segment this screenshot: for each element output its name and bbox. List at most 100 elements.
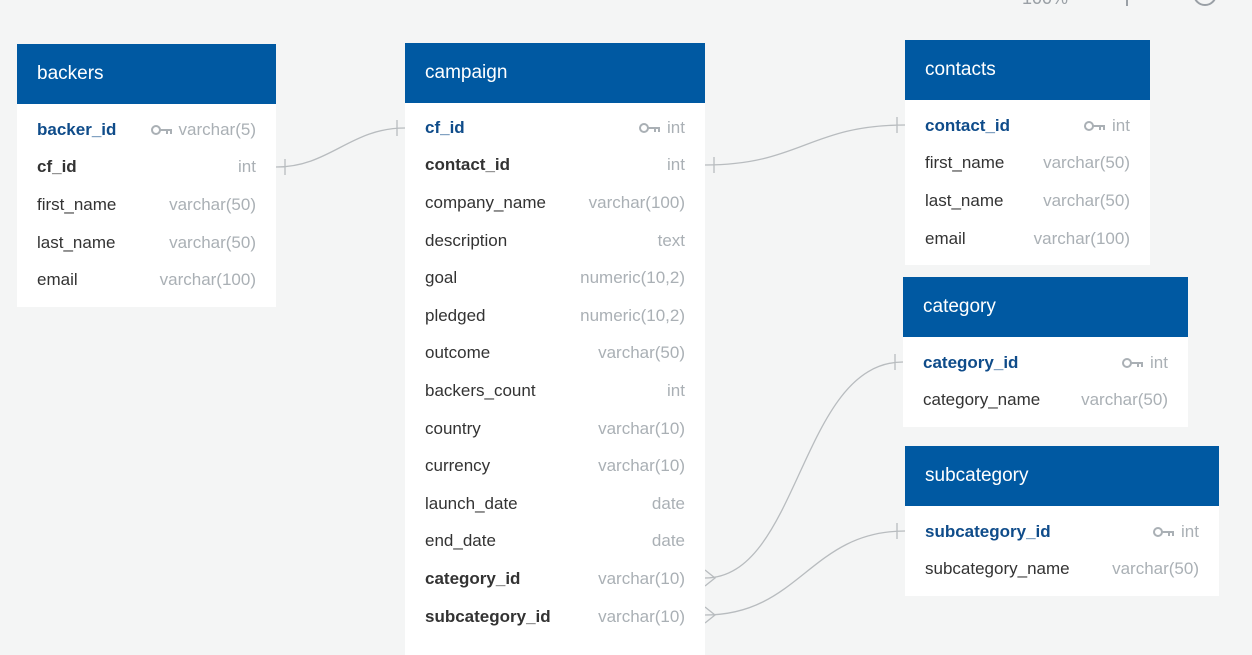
field-name: backer_id xyxy=(37,119,117,139)
table-contacts[interactable]: contacts contact_id int first_name varch… xyxy=(905,40,1150,266)
field-row[interactable]: category_id varchar(10) xyxy=(405,560,705,598)
key-icon xyxy=(1153,526,1175,537)
table-subcategory[interactable]: subcategory subcategory_id int subcatego… xyxy=(905,446,1219,597)
field-type: varchar(50) xyxy=(598,343,685,363)
link-campaign-subcategory xyxy=(704,530,906,616)
field-row[interactable]: cf_id int xyxy=(405,109,705,147)
field-name: last_name xyxy=(37,232,116,252)
table-campaign[interactable]: campaign cf_id int contact_id int compan… xyxy=(405,43,705,655)
field-name: end_date xyxy=(425,531,496,551)
field-name: country xyxy=(425,418,481,438)
field-row[interactable]: subcategory_id int xyxy=(905,513,1219,551)
field-row[interactable]: goal numeric(10,2) xyxy=(405,259,705,297)
field-row[interactable]: contact_id int xyxy=(405,147,705,185)
table-header[interactable]: category xyxy=(903,277,1188,337)
field-name: last_name xyxy=(925,190,1004,210)
key-icon xyxy=(1084,120,1106,131)
field-row[interactable]: email varchar(100) xyxy=(905,220,1150,258)
field-type: varchar(100) xyxy=(588,192,685,212)
field-type: int xyxy=(1112,115,1130,135)
field-row[interactable]: currency varchar(10) xyxy=(405,447,705,485)
field-name: company_name xyxy=(425,192,546,212)
field-row[interactable]: pledged numeric(10,2) xyxy=(405,297,705,335)
field-type: date xyxy=(651,493,685,513)
field-name: category_id xyxy=(923,352,1019,372)
field-row[interactable]: subcategory_name varchar(50) xyxy=(905,551,1219,589)
field-row[interactable]: first_name varchar(50) xyxy=(905,145,1150,183)
field-type: int xyxy=(667,155,685,175)
field-type: varchar(50) xyxy=(1043,153,1130,173)
field-row[interactable]: cf_id int xyxy=(17,149,276,187)
field-type: int xyxy=(1150,352,1168,372)
field-name: subcategory_id xyxy=(925,521,1051,541)
table-header[interactable]: backers xyxy=(17,44,276,104)
link-backers-campaign xyxy=(275,127,406,168)
link-campaign-contacts xyxy=(704,124,906,166)
field-name: launch_date xyxy=(425,493,518,513)
field-type: varchar(50) xyxy=(169,194,256,214)
field-name: email xyxy=(37,270,78,290)
field-type: int xyxy=(667,117,685,137)
field-type: int xyxy=(667,380,685,400)
field-row[interactable]: backer_id varchar(5) xyxy=(17,111,276,149)
field-name: outcome xyxy=(425,343,491,363)
link-campaign-category xyxy=(704,361,904,579)
field-row[interactable]: end_date date xyxy=(405,523,705,561)
field-name: category_id xyxy=(425,568,521,588)
key-icon xyxy=(639,122,661,133)
field-type: numeric(10,2) xyxy=(580,305,685,325)
zoom-level: 100% xyxy=(1022,0,1068,9)
field-name: description xyxy=(425,230,508,250)
table-category[interactable]: category category_id int category_name v… xyxy=(903,277,1188,428)
field-row[interactable]: launch_date date xyxy=(405,485,705,523)
field-type: varchar(50) xyxy=(1112,559,1199,579)
field-name: pledged xyxy=(425,305,486,325)
table-backers[interactable]: backers backer_id varchar(5) cf_id int f… xyxy=(17,44,276,307)
field-row[interactable]: first_name varchar(50) xyxy=(17,186,276,224)
field-type: varchar(10) xyxy=(598,568,685,588)
field-type: varchar(100) xyxy=(1033,228,1130,248)
field-type: varchar(50) xyxy=(1081,390,1168,410)
field-row[interactable]: subcategory_id varchar(10) xyxy=(405,598,705,636)
field-name: first_name xyxy=(37,194,117,214)
field-type: int xyxy=(1181,521,1199,541)
field-type: varchar(100) xyxy=(159,270,256,290)
field-type: varchar(50) xyxy=(1043,190,1130,210)
field-name: contact_id xyxy=(925,115,1011,135)
field-row[interactable]: country varchar(10) xyxy=(405,410,705,448)
field-name: subcategory_name xyxy=(925,559,1070,579)
field-name: category_name xyxy=(923,390,1041,410)
field-type: text xyxy=(657,230,685,250)
field-row[interactable]: category_id int xyxy=(903,344,1188,382)
field-row[interactable]: backers_count int xyxy=(405,372,705,410)
field-name: email xyxy=(925,228,966,248)
fit-icon[interactable] xyxy=(1120,0,1134,6)
field-type: varchar(5) xyxy=(178,119,256,139)
key-icon xyxy=(150,124,172,135)
locate-icon[interactable] xyxy=(1190,0,1220,19)
field-row[interactable]: last_name varchar(50) xyxy=(905,182,1150,220)
field-type: varchar(10) xyxy=(598,606,685,626)
field-row[interactable]: company_name varchar(100) xyxy=(405,184,705,222)
field-name: goal xyxy=(425,268,458,288)
field-type: int xyxy=(238,157,256,177)
field-name: contact_id xyxy=(425,155,511,175)
field-row[interactable]: last_name varchar(50) xyxy=(17,224,276,262)
table-header[interactable]: campaign xyxy=(405,43,705,103)
table-header[interactable]: contacts xyxy=(905,40,1150,100)
field-row[interactable]: outcome varchar(50) xyxy=(405,335,705,373)
field-row[interactable]: email varchar(100) xyxy=(17,261,276,299)
field-row[interactable]: contact_id int xyxy=(905,107,1150,145)
field-type: varchar(50) xyxy=(169,232,256,252)
field-name: cf_id xyxy=(425,117,465,137)
field-name: subcategory_id xyxy=(425,606,551,626)
field-name: cf_id xyxy=(37,157,77,177)
field-type: varchar(10) xyxy=(598,456,685,476)
field-type: varchar(10) xyxy=(598,418,685,438)
field-name: first_name xyxy=(925,153,1005,173)
field-name: currency xyxy=(425,456,491,476)
field-type: numeric(10,2) xyxy=(580,268,685,288)
field-row[interactable]: category_name varchar(50) xyxy=(903,382,1188,420)
field-row[interactable]: description text xyxy=(405,222,705,260)
table-header[interactable]: subcategory xyxy=(905,446,1219,506)
